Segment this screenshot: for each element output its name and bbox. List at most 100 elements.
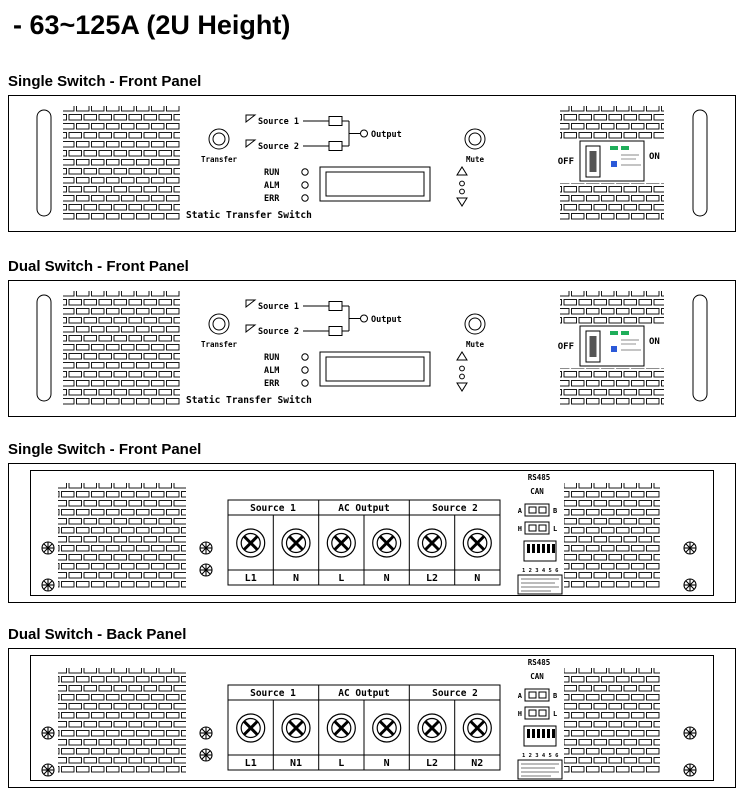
rs485-connector: A B (518, 688, 557, 702)
down-arrow-icon (456, 197, 468, 207)
dip-numbers-label: 1 2 3 4 5 6 (522, 753, 559, 759)
source1-switch-block (328, 301, 343, 311)
alm-led (301, 181, 309, 189)
transfer-label: Transfer (201, 340, 238, 349)
left-vent-grille (63, 106, 180, 221)
comm-ports: RS485 CAN A B H L (517, 473, 563, 595)
down-arrow-icon (456, 382, 468, 392)
right-vent-grille-bottom (560, 183, 664, 221)
right-mounting-slot (692, 109, 708, 217)
transfer-label: Transfer (201, 155, 238, 164)
breaker-switch: OFF ON (558, 140, 660, 182)
source1-label: Source 1 (258, 117, 299, 127)
dot-icon-top (459, 365, 465, 372)
pin-h-label: H (518, 525, 522, 533)
device-name-label: Static Transfer Switch (186, 210, 312, 221)
terminal-header-ac-output: AC Output (338, 688, 389, 699)
terminal-block: Source 1 AC Output Source 2 L1 N1 L N L2… (227, 684, 501, 771)
dip-legend (517, 759, 563, 780)
right-vent-grille-top (560, 291, 664, 326)
terminal-header-source2: Source 2 (432, 688, 478, 699)
can-connector: H L (518, 706, 557, 720)
terminal-label-5: L2 (426, 758, 438, 769)
left-mounting-slot (36, 294, 52, 402)
dot-icon-top (459, 180, 465, 187)
source1-switch-block (328, 116, 343, 126)
terminal-label-2: N (293, 573, 299, 584)
output-node (360, 314, 368, 323)
screw-icon (41, 578, 55, 592)
terminal-header-source2: Source 2 (432, 503, 478, 514)
alm-led-label: ALM (264, 366, 279, 376)
section-label-single-back: Single Switch - Front Panel (8, 441, 202, 458)
screw-icon (41, 726, 55, 740)
section-label-dual-back: Dual Switch - Back Panel (8, 626, 187, 643)
source2-switch-icon (245, 324, 257, 334)
terminal-label-6: N2 (471, 758, 483, 769)
panel-outline (8, 463, 736, 603)
terminal-screw-icon (235, 527, 267, 559)
terminal-header-source1: Source 1 (250, 688, 296, 699)
terminal-label-1: L1 (245, 758, 257, 769)
dot-icon-bottom (459, 373, 465, 380)
rs485-label: RS485 (528, 658, 551, 667)
pin-a-label: A (518, 692, 523, 700)
page-title: - 63~125A (2U Height) (13, 10, 291, 40)
mute-button: Mute (464, 313, 486, 349)
terminal-screw-icon (416, 527, 448, 559)
device-name-label: Static Transfer Switch (186, 395, 312, 406)
led-indicators: RUN ALM ERR (264, 353, 309, 389)
dip-switch (523, 540, 557, 562)
run-led-label: RUN (264, 353, 279, 363)
transfer-button: Transfer (201, 128, 238, 164)
breaker-on-label: ON (649, 152, 660, 162)
dip-switch (523, 725, 557, 747)
left-vent-grille (58, 483, 186, 589)
source2-switch-block (328, 141, 343, 151)
terminal-label-6: N (474, 573, 480, 584)
right-vent-grille (564, 483, 660, 589)
single-back-panel-diagram: Source 1 AC Output Source 2 L1 N L N L2 … (8, 463, 736, 603)
alm-led-label: ALM (264, 181, 279, 191)
panel-outline (8, 648, 736, 788)
rs485-connector: A B (518, 503, 557, 517)
right-mounting-slot (692, 294, 708, 402)
source2-switch-icon (245, 139, 257, 149)
led-indicators: RUN ALM ERR (264, 168, 309, 204)
right-vent-grille (564, 668, 660, 774)
single-front-panel-diagram: Transfer Source 1 Source 2 Output RUN AL… (8, 95, 736, 232)
comm-ports: RS485 CAN A B H L (517, 658, 563, 780)
breaker-indicator-green-2 (621, 331, 629, 335)
terminal-label-4: N (384, 758, 390, 769)
screw-icon (683, 541, 697, 555)
can-label: CAN (530, 487, 544, 496)
terminal-label-3: L (338, 573, 344, 584)
terminal-screw-icon (280, 712, 312, 744)
terminal-screw-icon (461, 712, 493, 744)
terminal-screw-icon (371, 527, 403, 559)
source2-label: Source 2 (258, 142, 299, 152)
terminal-label-1: L1 (245, 573, 257, 584)
screw-icon (683, 726, 697, 740)
right-vent-grille-top (560, 106, 664, 141)
output-node (360, 129, 368, 138)
dual-back-panel-diagram: Source 1 AC Output Source 2 L1 N1 L N L2… (8, 648, 736, 788)
breaker-toggle-handle (589, 151, 597, 172)
source1-switch-icon (245, 114, 257, 124)
pin-a-label: A (518, 507, 523, 515)
lcd-display (319, 166, 431, 202)
pin-l-label: L (553, 525, 557, 533)
breaker-toggle-well (585, 145, 601, 178)
terminal-header-source1: Source 1 (250, 503, 296, 514)
err-led (301, 379, 309, 387)
dot-icon-bottom (459, 188, 465, 195)
output-label: Output (371, 315, 402, 325)
output-label: Output (371, 130, 402, 140)
breaker-toggle-handle (589, 336, 597, 357)
breaker-indicator-blue (611, 161, 617, 167)
scroll-arrows (456, 166, 468, 207)
up-arrow-icon (456, 166, 468, 176)
breaker-off-label: OFF (558, 157, 574, 167)
terminal-label-2: N1 (290, 758, 302, 769)
